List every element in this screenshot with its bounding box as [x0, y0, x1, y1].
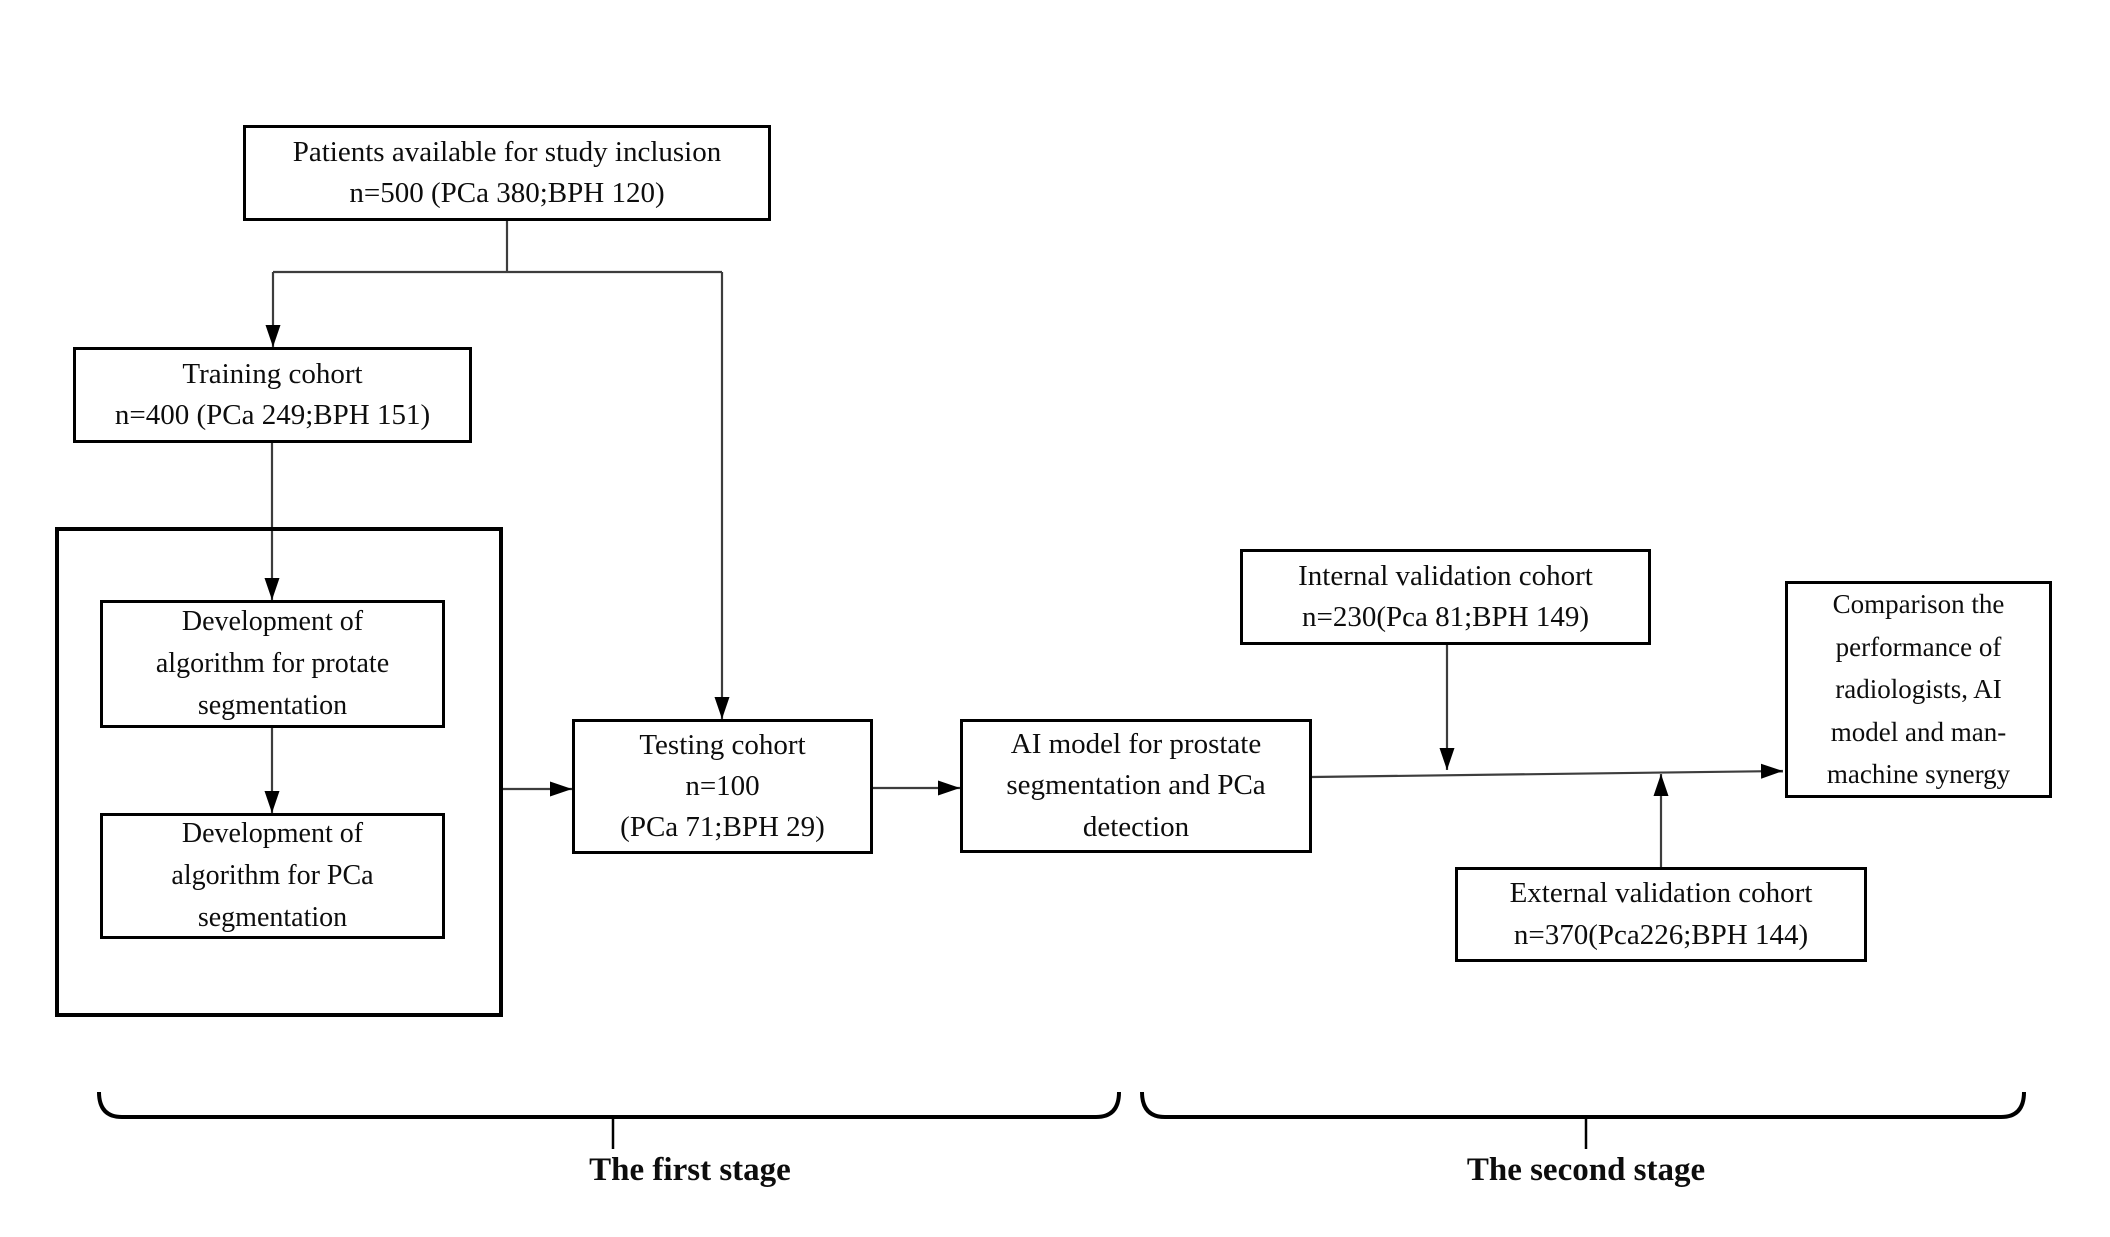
comparison-line-4: model and man-: [1830, 716, 2007, 747]
dev-pca-line-1: Development of: [181, 818, 364, 849]
stage-braces: [97, 1091, 2026, 1149]
dev-pca-line-2: algorithm for PCa: [171, 860, 374, 891]
dev-prostate-segmentation-box: Development of algorithm for protate seg…: [100, 600, 445, 728]
patients-line-2: n=500 (PCa 380;BPH 120): [349, 177, 665, 209]
external-line-2: n=370(Pca226;BPH 144): [1513, 918, 1809, 951]
ai-model-box: AI model for prostate segmentation and P…: [960, 719, 1312, 853]
comparison-line-2: performance of: [1835, 631, 2002, 662]
second-stage-brace: [1140, 1091, 2026, 1119]
patients-box: Patients available for study inclusion n…: [243, 125, 771, 221]
connector-lines: [264, 221, 1784, 867]
arrow-ai-to-comparison: [1311, 763, 1784, 779]
internal-line-1: Internal validation cohort: [1298, 559, 1593, 592]
internal-line-2: n=230(Pca 81;BPH 149): [1301, 601, 1589, 633]
first-stage-label: The first stage: [589, 1152, 791, 1188]
external-validation-box: External validation cohort n=370(Pca226;…: [1455, 867, 1867, 962]
dev-prostate-line-1: Development of: [181, 606, 364, 637]
internal-validation-box: Internal validation cohort n=230(Pca 81;…: [1240, 549, 1651, 645]
testing-line-1: Testing cohort: [639, 728, 806, 761]
training-cohort-box: Training cohort n=400 (PCa 249;BPH 151): [73, 347, 472, 443]
ai-line-1: AI model for prostate: [1010, 728, 1262, 761]
comparison-line-3: radiologists, AI: [1835, 674, 2002, 705]
testing-line-2: n=100: [685, 769, 760, 802]
comparison-box: Comparison the performance of radiologis…: [1785, 581, 2052, 798]
ai-line-3: detection: [1082, 810, 1190, 843]
dev-pca-line-3: segmentation: [197, 902, 348, 933]
patients-line-1: Patients available for study inclusion: [292, 135, 722, 168]
second-stage-label: The second stage: [1466, 1152, 1706, 1188]
testing-line-3: (PCa 71;BPH 29): [620, 811, 825, 844]
training-line-1: Training cohort: [182, 357, 363, 390]
training-line-2: n=400 (PCa 249;BPH 151): [114, 399, 431, 431]
comparison-line-1: Comparison the: [1832, 588, 2005, 619]
dev-prostate-line-3: segmentation: [197, 690, 348, 721]
dev-pca-segmentation-box: Development of algorithm for PCa segment…: [100, 813, 445, 939]
external-line-1: External validation cohort: [1509, 877, 1813, 910]
first-stage-frame: [55, 527, 503, 1017]
comparison-line-5: machine synergy: [1826, 759, 2011, 790]
first-stage-brace: [97, 1091, 1121, 1119]
testing-cohort-box: Testing cohort n=100 (PCa 71;BPH 29): [572, 719, 873, 854]
ai-line-2: segmentation and PCa: [1006, 769, 1266, 802]
dev-prostate-line-2: algorithm for protate: [155, 648, 390, 679]
